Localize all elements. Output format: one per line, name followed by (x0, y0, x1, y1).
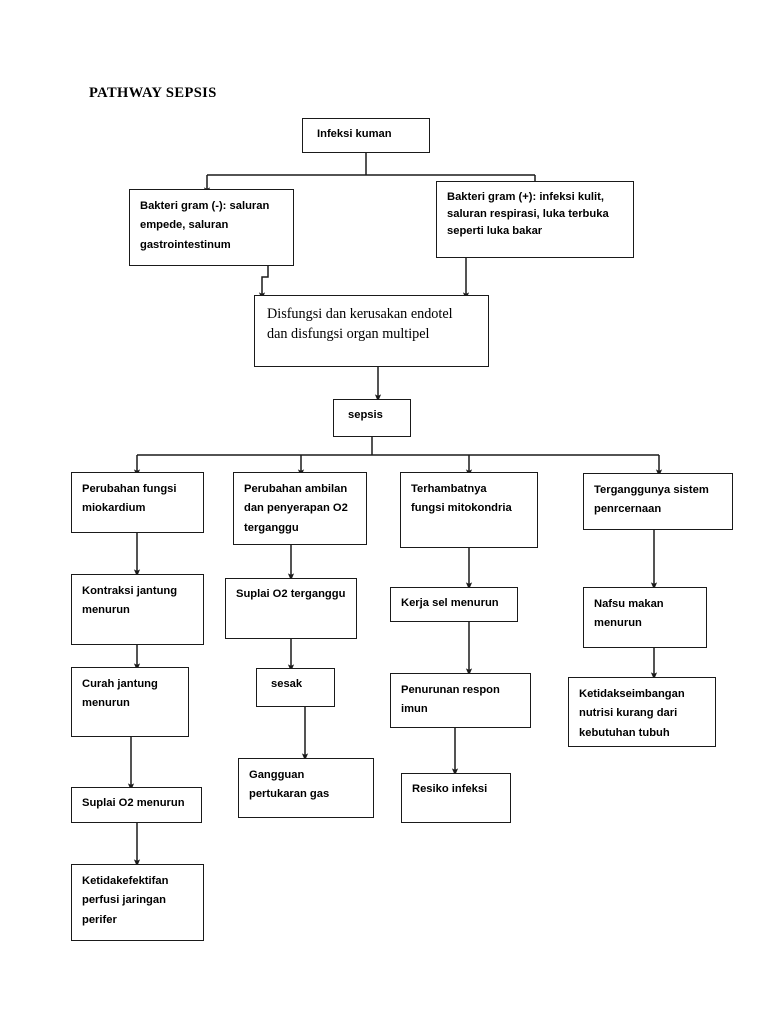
page-title: PATHWAY SEPSIS (89, 85, 217, 101)
node-resiko-infeksi[interactable]: Resiko infeksi (401, 773, 511, 823)
node-penurunan-respon-imun[interactable]: Penurunan respon imun (390, 673, 531, 728)
node-ketidakseimbangan-nutrisi[interactable]: Ketidakseimbangan nutrisi kurang dari ke… (568, 677, 716, 747)
node-nafsu-makan-menurun[interactable]: Nafsu makan menurun (583, 587, 707, 648)
node-terganggunya-sistem-pencernaan[interactable]: Terganggunya sistem penrcernaan (583, 473, 733, 530)
node-kerja-sel-menurun[interactable]: Kerja sel menurun (390, 587, 518, 622)
edge-gramneg-to-disfungsi (258, 265, 269, 300)
node-terhambatnya-fungsi-mitokondria[interactable]: Terhambatnya fungsi mitokondria (400, 472, 538, 548)
node-sepsis[interactable]: sepsis (333, 399, 411, 437)
node-suplai-o2-terganggu[interactable]: Suplai O2 terganggu (225, 578, 357, 639)
node-bakteri-gram-negatif[interactable]: Bakteri gram (-): saluran empede, salura… (129, 189, 294, 266)
node-ketidakefektifan-perfusi-jaringan[interactable]: Ketidakefektifan perfusi jaringan perife… (71, 864, 204, 941)
node-bakteri-gram-positif[interactable]: Bakteri gram (+): infeksi kulit, saluran… (436, 181, 634, 258)
node-kontraksi-jantung-menurun[interactable]: Kontraksi jantung menurun (71, 574, 204, 645)
node-perubahan-fungsi-miokardium[interactable]: Perubahan fungsi miokardium (71, 472, 204, 533)
node-infeksi-kuman[interactable]: Infeksi kuman (302, 118, 430, 153)
node-curah-jantung-menurun[interactable]: Curah jantung menurun (71, 667, 189, 737)
node-suplai-o2-menurun[interactable]: Suplai O2 menurun (71, 787, 202, 823)
node-perubahan-ambilan-penyerapan-o2[interactable]: Perubahan ambilan dan penyerapan O2 terg… (233, 472, 367, 545)
node-disfungsi-endotel[interactable]: Disfungsi dan kerusakan endotel dan disf… (254, 295, 489, 367)
node-gangguan-pertukaran-gas[interactable]: Gangguan pertukaran gas (238, 758, 374, 818)
node-sesak[interactable]: sesak (256, 668, 335, 707)
